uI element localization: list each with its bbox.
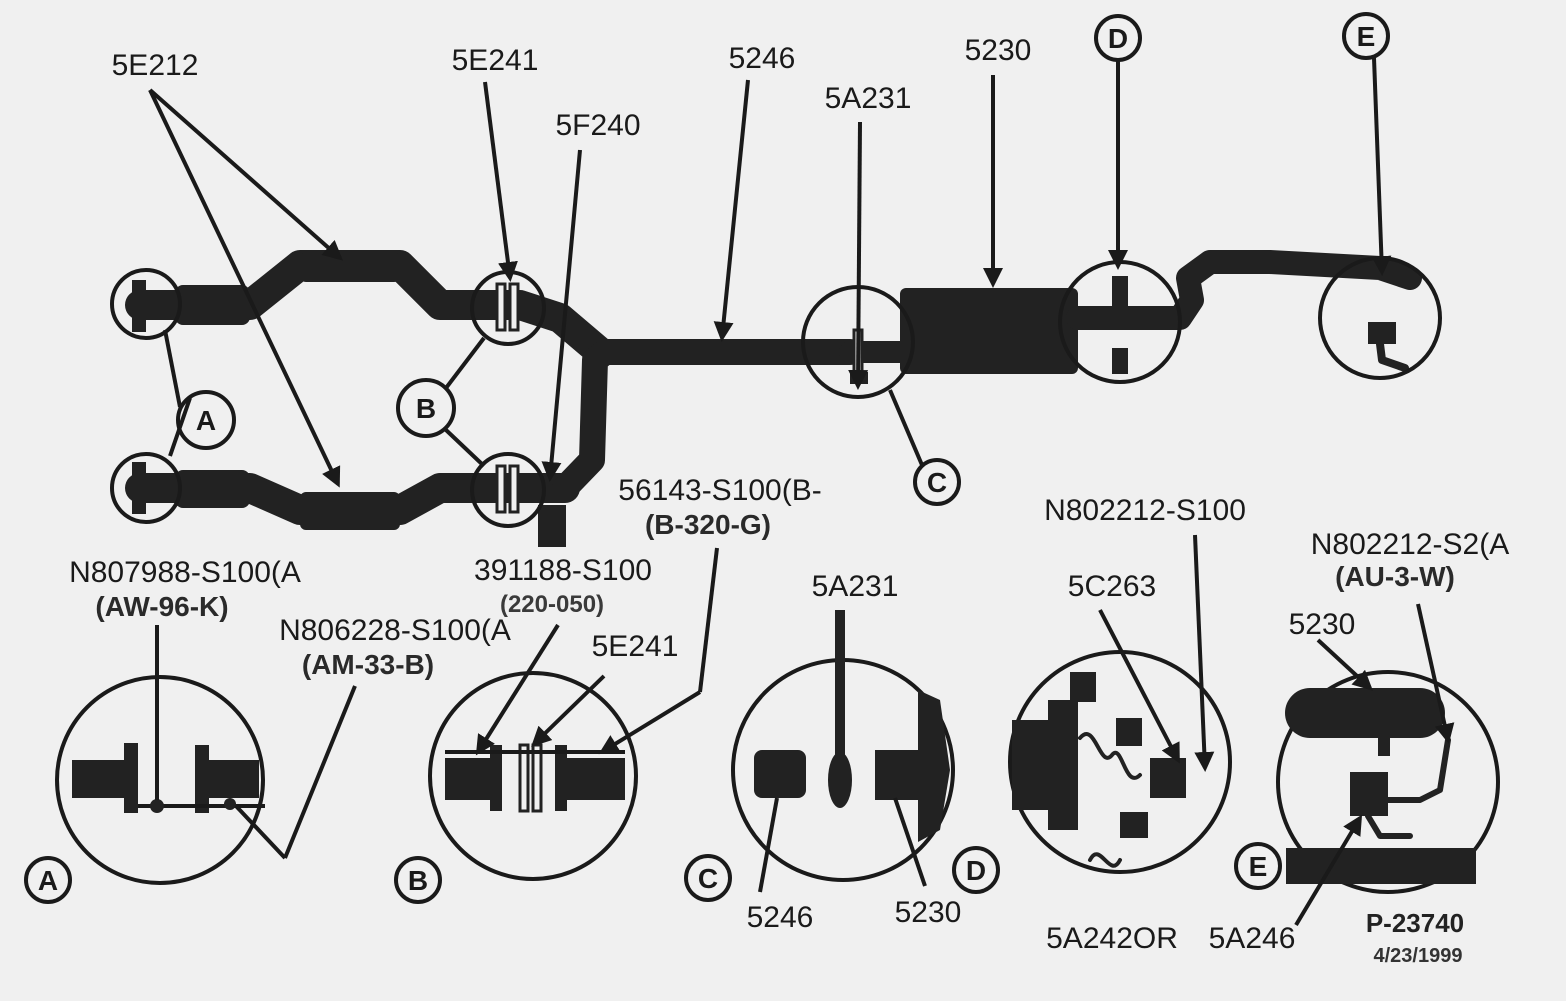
main-leader-lines	[148, 57, 1392, 488]
label-b-320-g: (B-320-G)	[645, 509, 771, 540]
flange-a-lower	[132, 462, 146, 514]
reference-code: P-23740	[1366, 908, 1464, 938]
label-5246-detail: 5246	[747, 901, 814, 934]
detail-d: N802212-S100 5C263 5A242OR	[1008, 494, 1246, 955]
label-5e212: 5E212	[112, 49, 199, 82]
detail-c: 5A231 5246 5230 C D	[684, 570, 1000, 934]
label-220-050: (220-050)	[500, 591, 604, 618]
detail-circle-b-lower	[470, 452, 546, 528]
label-n802212-s2: N802212-S2(A	[1311, 528, 1509, 561]
label-391188: 391188-S100	[474, 554, 652, 587]
label-5230-detail-e: 5230	[1289, 608, 1356, 641]
bubble-c-detail: C	[698, 863, 718, 894]
label-5e241-top: 5E241	[452, 44, 539, 77]
y-pipe-hanger	[538, 505, 566, 547]
tailpipe	[1066, 250, 1422, 330]
label-5230-detail-c: 5230	[895, 896, 962, 929]
reference-date: 4/23/1999	[1374, 945, 1463, 967]
bubble-e-main: E	[1357, 21, 1376, 52]
label-au-3-w: (AU-3-W)	[1335, 561, 1455, 592]
label-aw-96-k: (AW-96-K)	[95, 591, 228, 622]
label-5230-top: 5230	[965, 34, 1032, 67]
detail-a: N807988-S100(A (AW-96-K) N806228-S100(A …	[24, 556, 511, 904]
label-56143: 56143-S100(B-	[618, 474, 821, 507]
label-n806228: N806228-S100(A	[279, 614, 511, 647]
lower-catalytic-converter-body	[300, 492, 400, 530]
label-am-33-b: (AM-33-B)	[302, 649, 434, 680]
label-n807988: N807988-S100(A	[69, 556, 301, 589]
label-5a246: 5A246	[1209, 922, 1296, 955]
bubble-e-detail: E	[1249, 851, 1268, 882]
lower-catalytic-converter-left	[175, 470, 250, 508]
detail-circle-a-upper	[110, 268, 182, 340]
bubble-b-detail: B	[408, 865, 428, 896]
detail-e: N802212-S2(A (AU-3-W) 5230 5A246 E	[1209, 528, 1510, 955]
label-5c263: 5C263	[1068, 570, 1156, 603]
exhaust-assembly	[125, 250, 1422, 547]
upper-catalytic-converter-body	[300, 252, 400, 282]
bubble-c-main: C	[927, 467, 947, 498]
upper-catalytic-converter-left	[175, 285, 250, 325]
detail-b: 5E241 B	[394, 547, 719, 904]
muffler-5230	[900, 288, 1078, 374]
label-5f240: 5F240	[555, 109, 640, 142]
y-pipe	[552, 339, 863, 501]
reference-block: P-23740 4/23/1999	[1366, 908, 1464, 967]
bubble-b-main: B	[416, 393, 436, 424]
bubble-d-detail: D	[966, 855, 986, 886]
label-5246-top: 5246	[729, 42, 796, 75]
flange-a-upper	[132, 280, 146, 332]
detail-circle-a-lower	[110, 452, 182, 524]
bubble-a-detail: A	[38, 865, 58, 896]
label-5a231-detail: 5A231	[812, 570, 899, 603]
bubble-a-main: A	[196, 405, 216, 436]
label-5a231-top: 5A231	[825, 82, 912, 115]
label-5a242or: 5A242OR	[1046, 922, 1178, 955]
main-letter-bubbles: A B C D E	[163, 12, 1390, 506]
bubble-d-main: D	[1108, 23, 1128, 54]
label-n802212-s100: N802212-S100	[1044, 494, 1246, 527]
main-labels: 5E212 5E241 5F240 5246 5A231 5230 391188…	[112, 34, 1032, 618]
label-5e241-detail: 5E241	[592, 630, 679, 663]
